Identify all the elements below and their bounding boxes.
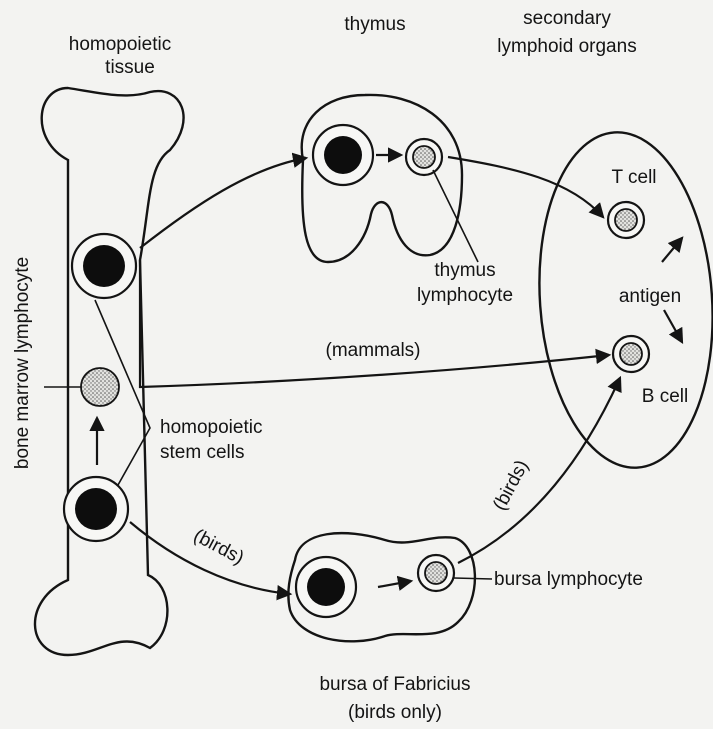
thymus-lymphocyte-label-1: thymus [434,260,495,281]
bursa-label-2: (birds only) [348,702,442,723]
bone-marrow-lymphocyte-cell [72,234,136,298]
birds-upper-label: (birds) [489,457,533,514]
homopoietic-tissue-label-1: homopoietic [69,34,171,55]
arrow-antigen-up [662,238,682,262]
leader-bursa-lymphocyte [454,578,492,579]
bursa-label-1: bursa of Fabricius [319,674,470,695]
thymus-lymphocyte-label-2: lymphocyte [417,285,513,306]
stem-cell-upper [81,368,119,406]
stem-cells-label-1: homopoietic [160,417,262,438]
thymus-lymphocyte-cell [406,139,442,175]
bursa-lymphocyte-cell [418,555,454,591]
arrow-antigen-down [664,310,682,342]
homopoietic-tissue-label-2: tissue [105,57,155,78]
arrow-bursa-inner [378,581,411,587]
stem-cells-label-2: stem cells [160,442,244,463]
leader-thymus-lymphocyte [433,170,478,262]
t-cell-label: T cell [611,167,656,188]
thymus-label: thymus [344,14,405,35]
antigen-label: antigen [619,286,681,307]
stem-cell-lower [64,477,128,541]
bursa-lymphocyte-label: bursa lymphocyte [494,569,643,590]
bursa-precursor-cell [296,557,356,617]
t-cell [608,202,644,238]
secondary-label-1: secondary [523,8,611,29]
b-cell-label: B cell [642,386,688,407]
b-cell [613,336,649,372]
arrow-bursa-to-b-cell [458,378,620,563]
mammals-label: (mammals) [326,340,421,361]
secondary-label-2: lymphoid organs [497,36,636,57]
birds-lower-label: (birds) [190,525,247,569]
arrow-thymus-to-t-cell [448,157,603,217]
arrow-bone-to-thymus [140,158,306,248]
bone-marrow-lymphocyte-label: bone marrow lymphocyte [12,257,33,469]
thymus-precursor-cell [313,125,373,185]
